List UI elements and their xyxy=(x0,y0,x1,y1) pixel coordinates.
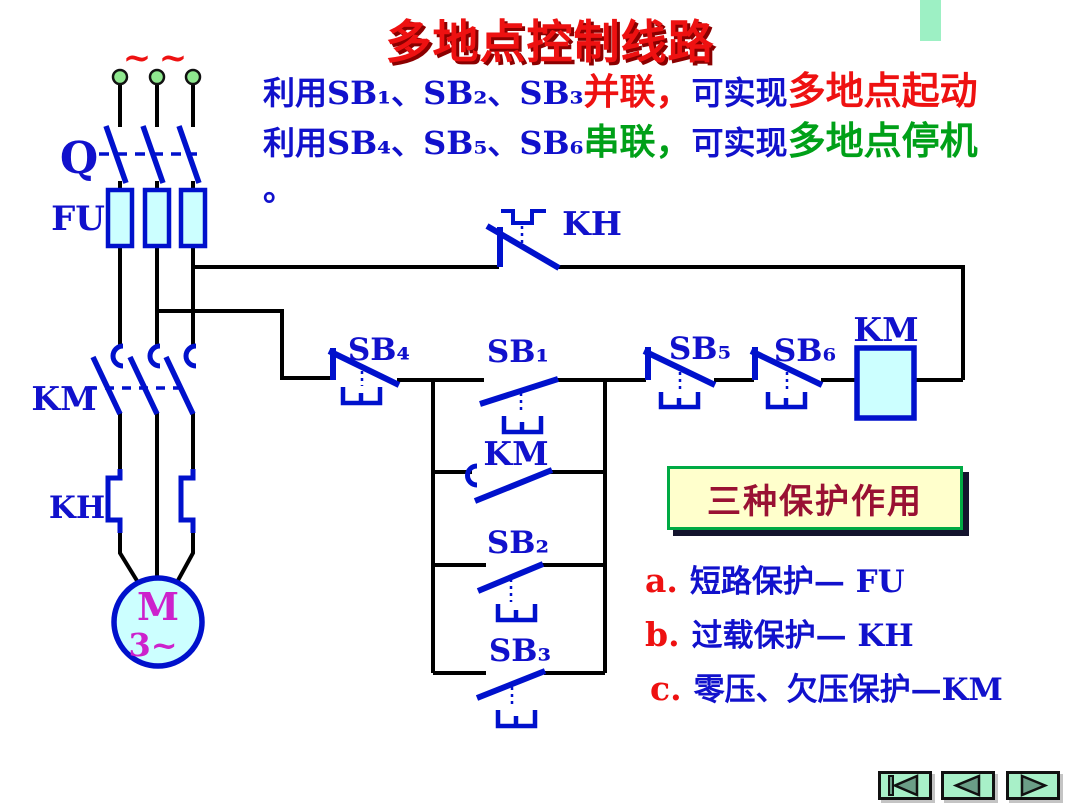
go-first-icon xyxy=(888,774,919,797)
nav-prev-button[interactable] xyxy=(941,771,995,800)
three-phase-supply: ~ ~ xyxy=(111,38,202,86)
ac-tilde-icon: ~ xyxy=(123,38,152,78)
intro-1-blue: 利用SB₁、SB₂、SB₃ xyxy=(263,74,584,112)
protection-box: 三种保护作用 xyxy=(667,466,963,530)
fuse xyxy=(178,187,208,249)
protection-item-b: b. 过载保护— KH xyxy=(645,610,914,655)
nav-first-button[interactable] xyxy=(878,771,932,800)
intro-1-can: 可实现 xyxy=(691,74,788,112)
sb5-label: SB₅ xyxy=(669,331,731,367)
phase-terminal xyxy=(184,68,202,86)
kh-nc-contact xyxy=(485,209,561,271)
sb1-label: SB₁ xyxy=(487,334,549,370)
intro-1-emphasis: 多地点起动 xyxy=(787,68,978,113)
sb6-label: SB₆ xyxy=(774,333,836,369)
page-title: 多地点控制线路 xyxy=(385,15,715,69)
motor-m-label: M xyxy=(137,584,179,629)
protection-item-a: a. 短路保护— FU xyxy=(645,556,905,601)
intro-line-1: 利用SB₁、SB₂、SB₃并联，可实现多地点起动 xyxy=(263,60,978,115)
slide-corner-decoration xyxy=(920,0,941,41)
previous-icon xyxy=(952,774,981,797)
phase-terminal xyxy=(148,68,166,86)
component-labels: Q FU KM KH KH SB₄ SB₁ KM SB₂ SB₃ SB₅ SB₆… xyxy=(31,133,918,669)
motor: M 3~ xyxy=(111,575,205,669)
nav-next-button[interactable] xyxy=(1006,771,1060,800)
km-main-contacts xyxy=(88,343,197,416)
intro-2-blue: 利用SB₄、SB₅、SB₆ xyxy=(263,124,584,162)
sb5-button xyxy=(642,347,717,410)
intro-2-series: 串联， xyxy=(583,121,692,163)
protection-marker-a: a. xyxy=(645,561,678,600)
fuse xyxy=(105,187,135,249)
wires xyxy=(118,84,965,675)
q-label: Q xyxy=(60,133,98,184)
km-coil-label: KM xyxy=(853,310,918,349)
fu-fuses xyxy=(105,187,208,249)
intro-2-emphasis: 多地点停机 xyxy=(787,118,978,163)
km-main-label: KM xyxy=(31,379,96,418)
intro-1-parallel: 并联， xyxy=(583,71,692,113)
protection-text-a: 短路保护— FU xyxy=(689,564,905,600)
protection-box-title: 三种保护作用 xyxy=(707,481,923,522)
phase-terminal xyxy=(111,68,129,86)
kh-reset-symbol xyxy=(501,209,546,225)
sb1-button xyxy=(479,376,559,435)
ac-tilde-icon: ~ xyxy=(159,38,188,78)
kh-heaters xyxy=(105,469,196,533)
protection-item-c: c. 零压、欠压保护—KM xyxy=(650,664,1003,709)
sb3-button xyxy=(475,668,547,729)
protection-text-b: 过载保护— KH xyxy=(691,618,914,654)
km-aux-contact xyxy=(465,463,554,504)
next-icon xyxy=(1020,774,1049,797)
intro-line-2: 利用SB₄、SB₅、SB₆串联，可实现多地点停机 xyxy=(263,110,978,165)
km-coil xyxy=(854,345,917,421)
q-switch xyxy=(99,125,202,184)
protection-text-c: 零压、欠压保护—KM xyxy=(693,672,1003,708)
km-aux-label: KM xyxy=(483,434,548,473)
sb4-button xyxy=(327,348,401,406)
sb2-label: SB₂ xyxy=(487,525,549,561)
intro-2-can: 可实现 xyxy=(691,124,788,162)
protection-marker-c: c. xyxy=(650,669,682,708)
fuse xyxy=(142,187,172,249)
kh-control-label: KH xyxy=(562,204,622,243)
kh-main-label: KH xyxy=(49,490,105,526)
protection-marker-b: b. xyxy=(645,615,680,654)
sb3-label: SB₃ xyxy=(489,633,551,669)
fu-label: FU xyxy=(51,199,105,239)
intro-3-period: 。 xyxy=(263,170,296,208)
sb4-label: SB₄ xyxy=(348,332,410,368)
sb2-button xyxy=(476,561,545,623)
sb6-button xyxy=(749,347,824,410)
motor-phase-label: 3~ xyxy=(128,626,177,664)
intro-line-3: 。 xyxy=(263,164,295,210)
